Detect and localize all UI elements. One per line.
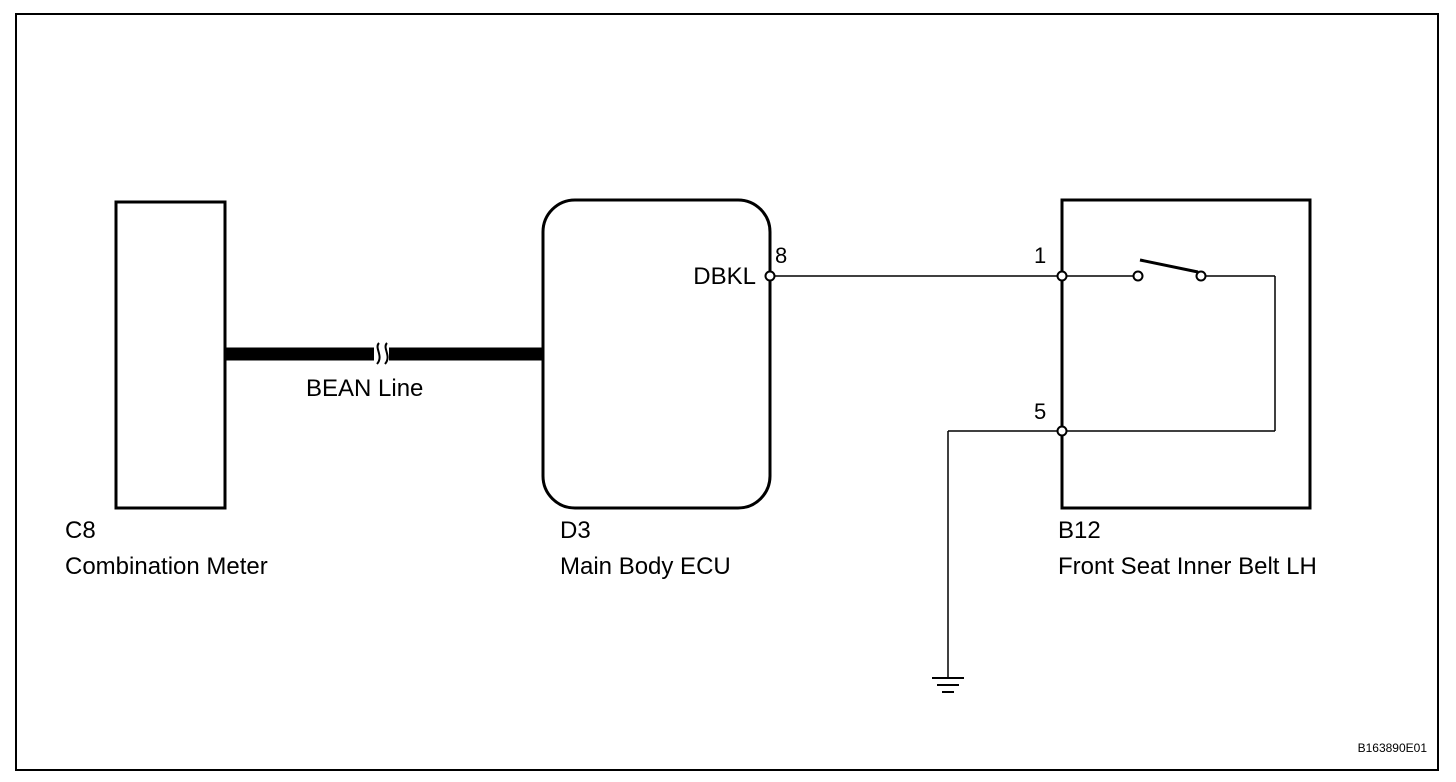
belt-pin-5-number: 5 (1034, 399, 1046, 424)
belt-pin-5-terminal (1056, 425, 1068, 437)
bean-line-label: BEAN Line (306, 375, 423, 402)
meter-name: Combination Meter (65, 553, 268, 580)
ground-symbol (932, 677, 964, 693)
combination-meter-box (114, 200, 227, 510)
ecu-pin-8-terminal (764, 270, 776, 282)
buckle-switch (1066, 258, 1276, 432)
ecu-pin-number: 8 (775, 243, 787, 268)
main-body-ecu-box (541, 198, 772, 510)
front-seat-belt-box (1060, 198, 1312, 510)
meter-code: C8 (65, 517, 96, 544)
figure-id: B163890E01 (1358, 741, 1428, 755)
ground-wire (947, 430, 1058, 677)
bean-line-wire (225, 342, 543, 365)
diagram-border (15, 13, 1439, 771)
belt-name: Front Seat Inner Belt LH (1058, 553, 1317, 580)
ecu-name: Main Body ECU (560, 553, 731, 580)
belt-pin-1-number: 1 (1034, 243, 1046, 268)
belt-code: B12 (1058, 517, 1101, 544)
ecu-terminal-label: DBKL (693, 263, 756, 290)
ecu-code: D3 (560, 517, 591, 544)
belt-pin-1-terminal (1056, 270, 1068, 282)
